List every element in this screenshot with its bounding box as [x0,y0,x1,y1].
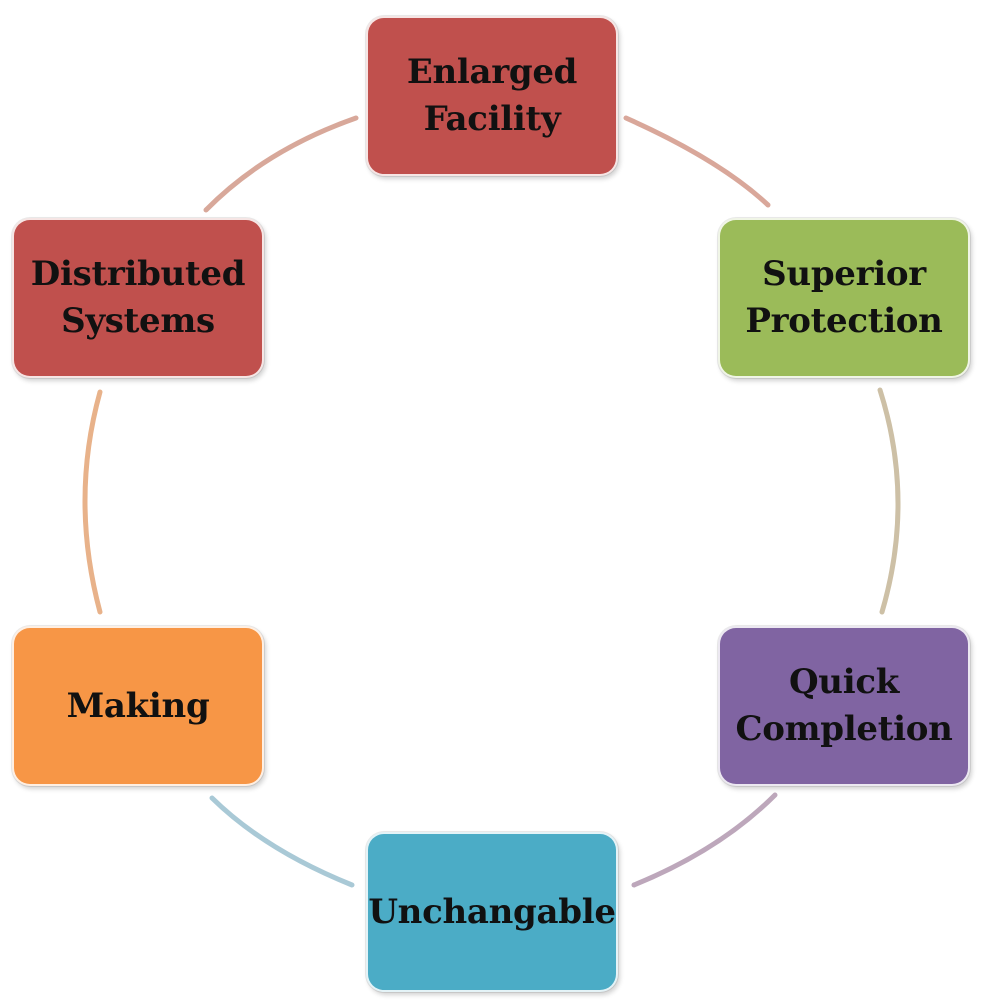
node-unchangable: Unchangable [366,832,618,992]
node-label: Enlarged Facility [406,52,578,139]
node-distributed-systems: Distributed Systems [12,218,264,378]
connector-1-2 [623,115,771,208]
node-making: Making [12,626,264,786]
connector-2-3 [877,387,901,615]
node-label: Unchangable [368,891,616,932]
node-label: Quick Completion [735,662,953,749]
node-superior-protection: Superior Protection [718,218,970,378]
node-enlarged-facility: Enlarged Facility [366,16,618,176]
connector-6-1 [203,115,359,213]
node-label: Making [66,685,210,726]
node-quick-completion: Quick Completion [718,626,970,786]
connector-4-5 [209,795,355,888]
connector-3-4 [631,792,778,888]
connector-5-6 [82,389,103,615]
node-label: Superior Protection [745,254,943,341]
node-label: Distributed Systems [30,254,246,341]
